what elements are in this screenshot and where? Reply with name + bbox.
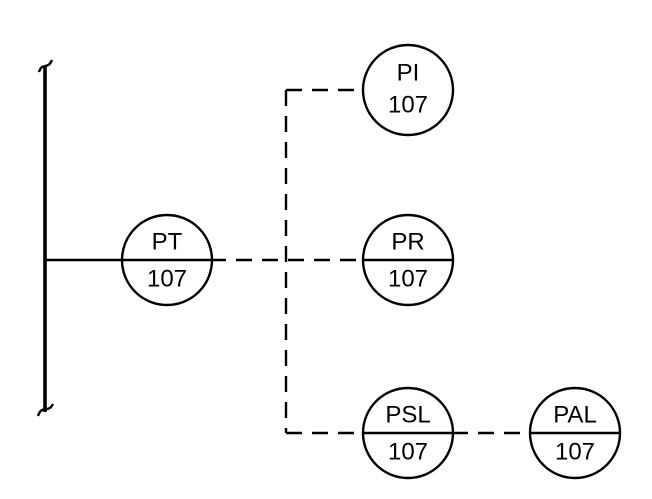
instrument-pi[interactable]: PI 107 [361, 43, 455, 137]
pr-tag-label: PR [391, 228, 424, 255]
instrument-psl[interactable]: PSL 107 [361, 386, 455, 480]
psl-loop-number: 107 [388, 438, 428, 465]
instrument-pr[interactable]: PR 107 [361, 213, 455, 307]
pi-loop-number: 107 [388, 91, 428, 118]
instrument-pt[interactable]: PT 107 [120, 213, 214, 307]
psl-tag-label: PSL [385, 401, 430, 428]
instrument-pal[interactable]: PAL 107 [528, 386, 622, 480]
pipe-bottom-cap [36, 403, 55, 417]
pt-loop-number: 107 [147, 265, 187, 292]
pi-tag-label: PI [397, 59, 420, 86]
pr-loop-number: 107 [388, 265, 428, 292]
pi-bubble [361, 43, 455, 137]
pipe-top-cap [37, 59, 54, 73]
pt-tag-label: PT [152, 228, 183, 255]
pal-tag-label: PAL [553, 401, 597, 428]
pal-loop-number: 107 [555, 438, 595, 465]
